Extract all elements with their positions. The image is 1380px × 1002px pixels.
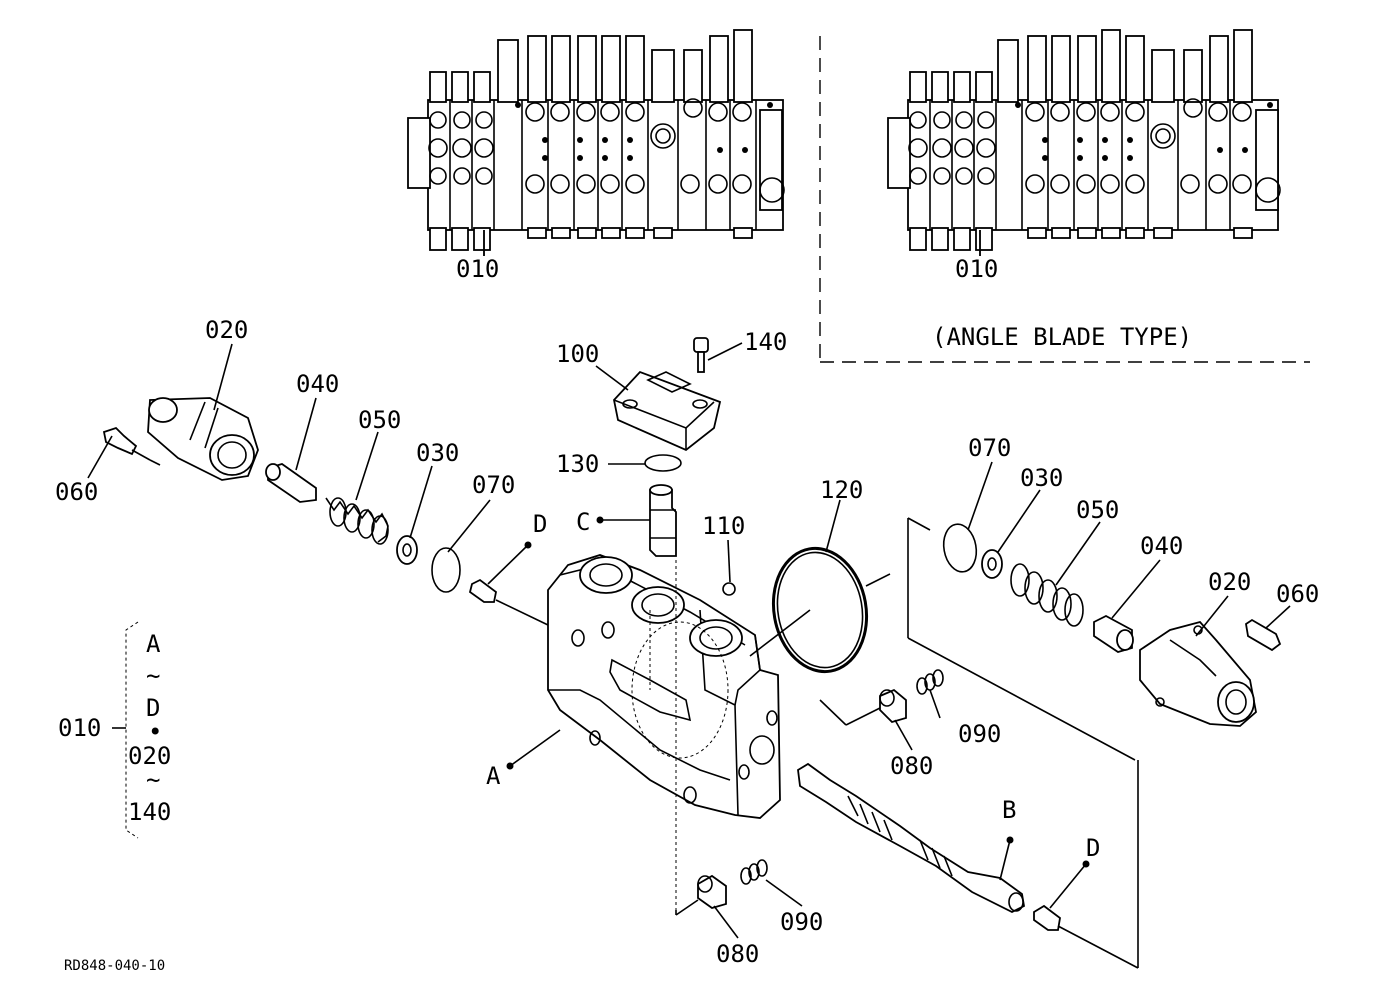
- part-c-plug: [649, 484, 677, 557]
- part-050-right-spring: [1010, 563, 1084, 627]
- part-070-right-oring: [942, 523, 978, 573]
- drawing-code: RD848-040-10: [64, 958, 165, 974]
- bracket-ref-010: 010: [58, 714, 101, 742]
- label-070-right: 070: [968, 434, 1011, 462]
- label-110: 110: [702, 512, 745, 540]
- bracket-line-2: ~: [146, 662, 160, 690]
- part-040-left-piston: [265, 463, 317, 503]
- label-140: 140: [744, 328, 787, 356]
- part-060-left-bolt: [102, 426, 151, 461]
- label-070-left: 070: [472, 471, 515, 499]
- point-label-c: C: [576, 508, 590, 536]
- labels: 010 010 (ANGLE BLADE TYPE) 020 040 050 0…: [55, 255, 1319, 974]
- label-010-left: 010: [456, 255, 499, 283]
- label-020-left: 020: [205, 316, 248, 344]
- part-020-left-cap: [147, 397, 259, 481]
- label-130: 130: [556, 450, 599, 478]
- part-060-right-bolt: [1245, 618, 1282, 652]
- point-label-d-left: D: [533, 510, 547, 538]
- bracket-line-1: A: [146, 630, 161, 658]
- label-040-left: 040: [296, 370, 339, 398]
- label-080-upper: 080: [890, 752, 933, 780]
- label-050-right: 050: [1076, 496, 1119, 524]
- label-100: 100: [556, 340, 599, 368]
- part-030-left-washer: [396, 535, 418, 565]
- control-valve-assembly-angle-blade: [887, 29, 1281, 256]
- valve-section-body: [547, 554, 781, 910]
- axis-080-upper: [845, 707, 881, 726]
- axis-right-lower: [1057, 925, 1139, 969]
- bracket-line-3: D: [146, 694, 160, 722]
- point-label-a: A: [486, 762, 501, 790]
- point-label-d-right: D: [1086, 834, 1100, 862]
- part-d-left-plug: [468, 578, 497, 603]
- part-070-left-oring: [431, 547, 461, 593]
- angle-blade-frame: [819, 36, 1310, 363]
- right-explode-frame: [907, 517, 1136, 761]
- label-060-left: 060: [55, 478, 98, 506]
- part-120-large-oring: [771, 546, 869, 674]
- leader-dots: [506, 516, 1090, 868]
- label-020-right: 020: [1208, 568, 1251, 596]
- assembly-bracket: [112, 621, 139, 839]
- part-020-right-cap: [1139, 620, 1257, 727]
- part-110-oring: [722, 582, 736, 596]
- bracket-line-6: ~: [146, 766, 160, 794]
- label-050-left: 050: [358, 406, 401, 434]
- part-b-spool: [797, 762, 1025, 914]
- part-100-cover: [613, 370, 722, 452]
- part-030-right-washer: [981, 549, 1003, 579]
- bracket-line-7: 140: [128, 798, 171, 826]
- bracket-line-5: 020: [128, 742, 171, 770]
- label-120: 120: [820, 476, 863, 504]
- axis-center-right: [819, 699, 847, 726]
- right-explode-axis-stub: [865, 573, 891, 587]
- label-090-lower: 090: [780, 908, 823, 936]
- part-050-left-spring: [325, 497, 389, 545]
- part-040-right-piston: [1093, 614, 1134, 653]
- lower-frame: [675, 899, 699, 916]
- left-explode-axis: [149, 459, 549, 626]
- part-d-right-plug: [1033, 904, 1061, 931]
- control-valve-assembly-standard: [407, 29, 785, 256]
- part-090-lower-spring: [740, 859, 768, 885]
- label-090-upper: 090: [958, 720, 1001, 748]
- center-axis: [749, 609, 811, 657]
- label-040-right: 040: [1140, 532, 1183, 560]
- part-080-upper: [879, 688, 907, 724]
- label-030-left: 030: [416, 439, 459, 467]
- part-130-oring: [644, 454, 682, 472]
- point-label-b: B: [1002, 796, 1016, 824]
- label-080-lower: 080: [716, 940, 759, 968]
- label-030-right: 030: [1020, 464, 1063, 492]
- label-010-right: 010: [955, 255, 998, 283]
- part-140-bolt: [693, 337, 709, 373]
- angle-blade-caption: (ANGLE BLADE TYPE): [932, 323, 1192, 351]
- leader-lines: [87, 230, 1291, 939]
- part-080-lower: [697, 874, 727, 909]
- label-060-right: 060: [1276, 580, 1319, 608]
- bracket-line-4: •: [148, 718, 162, 746]
